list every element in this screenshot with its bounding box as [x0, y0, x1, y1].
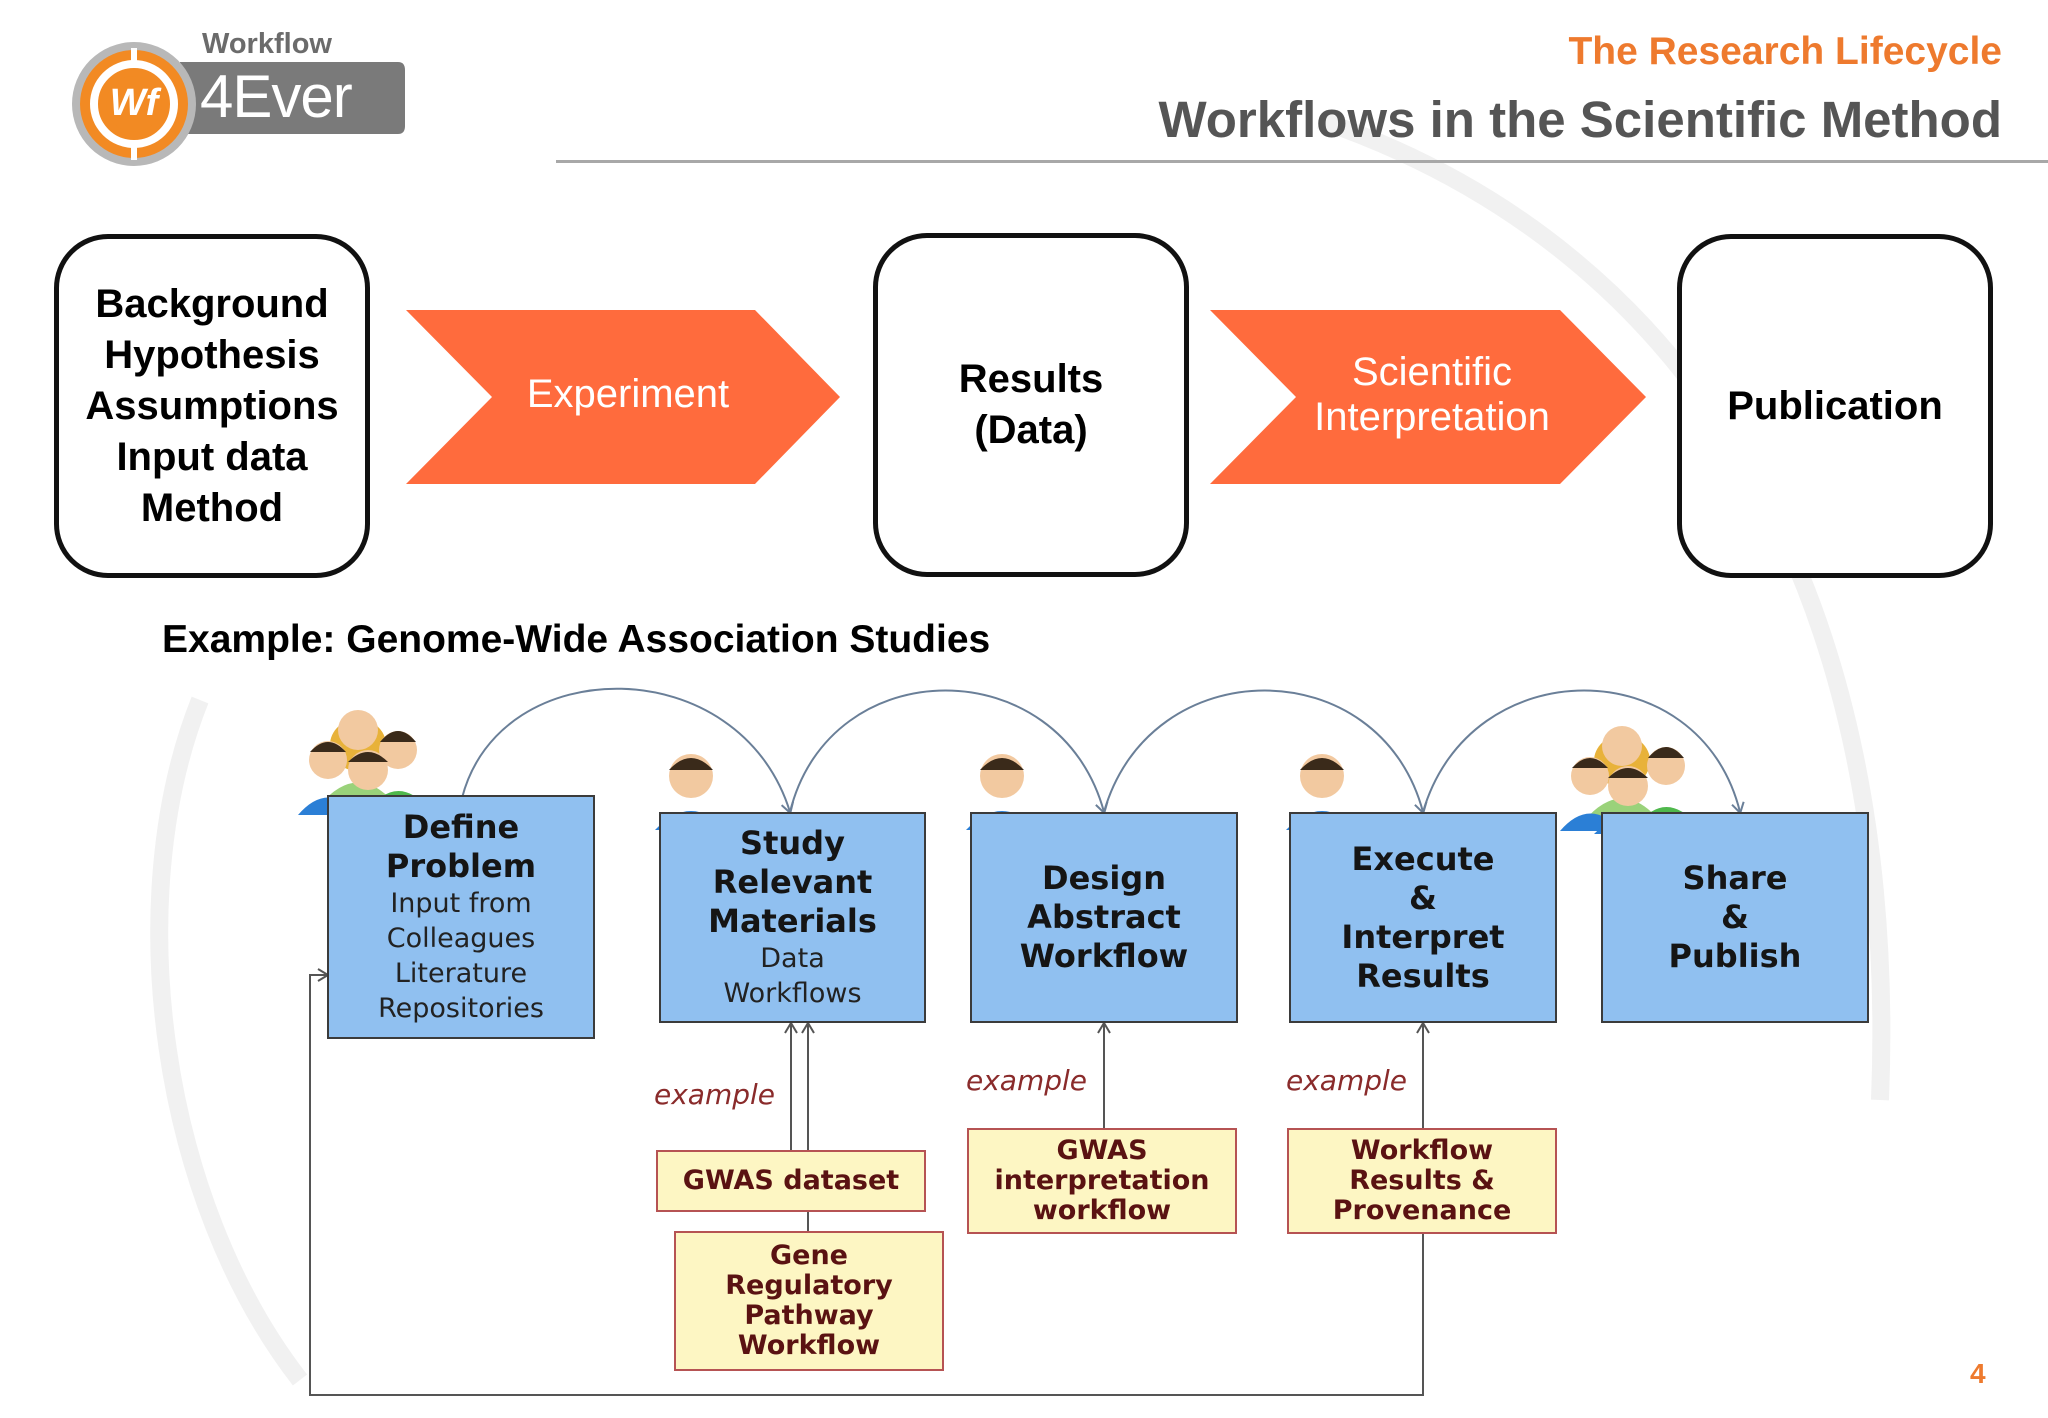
logo-mark-wf: Wf: [109, 82, 159, 124]
step-title-line: &: [1721, 898, 1749, 936]
example-line: Workflow: [1350, 1135, 1494, 1166]
example-line: Pathway: [744, 1300, 874, 1331]
step-title-line: Materials: [708, 902, 877, 940]
example-line: GWAS: [1056, 1135, 1148, 1166]
step-title-line: Design: [1042, 859, 1166, 897]
stage-line: Hypothesis: [104, 332, 320, 377]
step-title-line: Abstract: [1027, 898, 1181, 936]
step-execute-interpret: Execute & Interpret Results: [1289, 812, 1557, 1023]
example-line: GWAS dataset: [682, 1165, 900, 1196]
example-tag: example: [654, 1078, 776, 1111]
example-tag: example: [966, 1064, 1088, 1097]
step-title-line: Study: [740, 824, 845, 862]
step-subtitle-line: Workflows: [723, 978, 862, 1009]
header-divider: [556, 160, 2048, 163]
stage-line: Results: [958, 357, 1104, 401]
step-design-workflow: Design Abstract Workflow: [970, 812, 1238, 1023]
interpretation-chevron: [1210, 310, 1646, 484]
step-subtitle-line: Input from: [390, 888, 532, 919]
experiment-label: Experiment: [526, 372, 730, 416]
example-gwas-interpretation: GWAS interpretation workflow: [967, 1128, 1237, 1234]
step-title-line: Publish: [1668, 937, 1802, 975]
stage-publication-text: Publication: [1727, 383, 1943, 428]
step-title-line: Define: [402, 808, 520, 846]
step-title-line: Interpret: [1341, 917, 1505, 956]
example-tag: example: [1286, 1064, 1408, 1097]
step-title-line: Results: [1356, 956, 1490, 995]
example-line: Regulatory: [725, 1270, 893, 1301]
example-gene-regulatory-pathway: Gene Regulatory Pathway Workflow: [674, 1231, 944, 1371]
experiment-chevron: [406, 310, 840, 484]
stage-line: Assumptions: [85, 383, 339, 428]
example-line: Results &: [1349, 1165, 1495, 1196]
stage-line: (Data): [974, 408, 1088, 452]
stage-line: Method: [140, 485, 284, 530]
step-define-problem: Define Problem Input from Colleagues Lit…: [327, 795, 595, 1039]
step-subtitle-line: Repositories: [378, 993, 544, 1024]
interpretation-line: Scientific: [1351, 350, 1513, 394]
stage-background-box: Background Hypothesis Assumptions Input …: [54, 234, 370, 578]
section-kicker: The Research Lifecycle: [1568, 30, 2002, 73]
step-title-line: Execute: [1351, 839, 1495, 878]
example-line: Workflow: [737, 1330, 881, 1361]
step-study-materials: Study Relevant Materials Data Workflows: [659, 812, 926, 1023]
interpretation-line: Interpretation: [1314, 395, 1550, 439]
stage-line: Background: [95, 281, 329, 326]
stage-publication-box: Publication: [1677, 234, 1993, 578]
step-title-line: Workflow: [1019, 937, 1189, 975]
example-line: interpretation: [994, 1165, 1210, 1196]
step-title-line: Relevant: [712, 863, 873, 901]
example-heading: Example: Genome-Wide Association Studies: [162, 618, 991, 661]
logo-wordmark-workflow: Workflow: [202, 28, 332, 60]
example-line: workflow: [1032, 1195, 1172, 1226]
slide-number: 4: [1970, 1358, 1986, 1389]
flow-arcs: [461, 687, 1745, 815]
example-connectors: [309, 968, 1430, 1396]
step-title-line: &: [1409, 878, 1437, 917]
step-share-publish: Share & Publish: [1601, 812, 1869, 1023]
example-workflow-results: Workflow Results & Provenance: [1287, 1128, 1557, 1234]
step-subtitle-line: Colleagues: [386, 923, 536, 954]
workflow4ever-logo: [72, 42, 405, 166]
stage-background-text: Background Hypothesis Assumptions Input …: [85, 279, 338, 534]
example-gwas-dataset: GWAS dataset: [656, 1150, 926, 1212]
example-line: Gene: [769, 1240, 848, 1271]
step-title-line: Share: [1682, 859, 1788, 897]
stage-results-box: Results (Data): [873, 233, 1189, 577]
step-subtitle-line: Data: [760, 943, 825, 974]
interpretation-label: Scientific Interpretation: [1212, 350, 1652, 440]
step-subtitle-line: Literature: [394, 958, 528, 989]
example-line: Provenance: [1332, 1195, 1512, 1226]
stage-line: Input data: [116, 434, 308, 479]
stage-results-text: Results (Data): [959, 354, 1104, 456]
step-title-line: Problem: [385, 847, 537, 885]
slide-title: Workflows in the Scientific Method: [1158, 91, 2002, 148]
logo-wordmark-4ever: 4Ever: [200, 63, 353, 130]
